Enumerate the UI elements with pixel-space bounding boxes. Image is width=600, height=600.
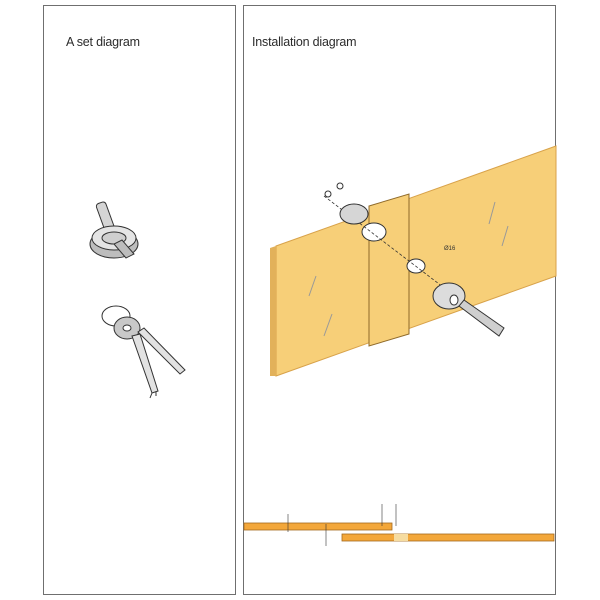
cross-section-illustration [243, 504, 555, 546]
keys-illustration [101, 305, 186, 399]
hole-size-label: Ø16 [444, 246, 456, 252]
installation-diagram-title: Installation diagram [252, 35, 357, 49]
set-diagram-panel: A set diagram [43, 5, 236, 595]
set-diagram-title: A set diagram [66, 35, 140, 49]
lock-cylinder-illustration [89, 201, 139, 259]
installation-diagram-panel: Installation diagram Ø16 [243, 5, 557, 595]
glass-installation-illustration: Ø16 [270, 145, 557, 377]
